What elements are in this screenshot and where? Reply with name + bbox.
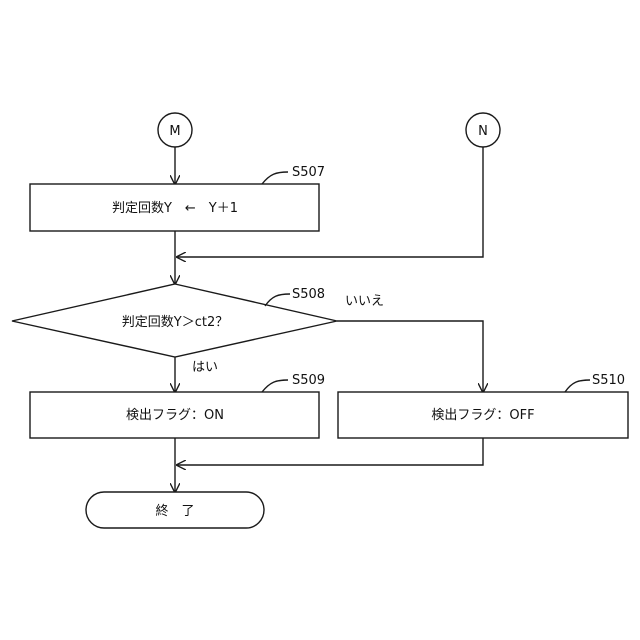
step-s509-leader bbox=[262, 380, 288, 392]
decision-s508-text: 判定回数Y＞ct2？ bbox=[122, 315, 228, 330]
decision-s508-id: S508 bbox=[292, 287, 325, 302]
connector-m: M bbox=[158, 113, 192, 147]
step-s507-leader bbox=[262, 172, 288, 184]
step-s510-leader bbox=[565, 380, 590, 392]
step-s510: 検出フラグ：OFF bbox=[338, 392, 628, 438]
step-s507-text: 判定回数Y ← Y＋1 bbox=[112, 201, 238, 216]
step-s510-text: 検出フラグ：OFF bbox=[431, 408, 534, 423]
branch-no-label: いいえ bbox=[345, 294, 384, 309]
connector-m-label: M bbox=[169, 124, 180, 139]
decision-s508: 判定回数Y＞ct2？ bbox=[12, 284, 337, 357]
branch-yes-label: はい bbox=[192, 360, 218, 375]
end-terminator-text: 終 了 bbox=[155, 503, 194, 519]
step-s510-id: S510 bbox=[592, 373, 625, 388]
arrow-s510-to-merge bbox=[177, 438, 483, 465]
decision-s508-leader bbox=[265, 294, 290, 306]
connector-n: N bbox=[466, 113, 500, 147]
step-s509: 検出フラグ：ON bbox=[30, 392, 319, 438]
end-terminator: 終 了 bbox=[86, 492, 264, 528]
step-s509-text: 検出フラグ：ON bbox=[126, 408, 224, 423]
step-s507-id: S507 bbox=[292, 165, 325, 180]
arrow-no-to-s510 bbox=[337, 321, 483, 392]
step-s509-id: S509 bbox=[292, 373, 325, 388]
step-s507: 判定回数Y ← Y＋1 bbox=[30, 184, 319, 231]
connector-n-label: N bbox=[478, 124, 488, 139]
